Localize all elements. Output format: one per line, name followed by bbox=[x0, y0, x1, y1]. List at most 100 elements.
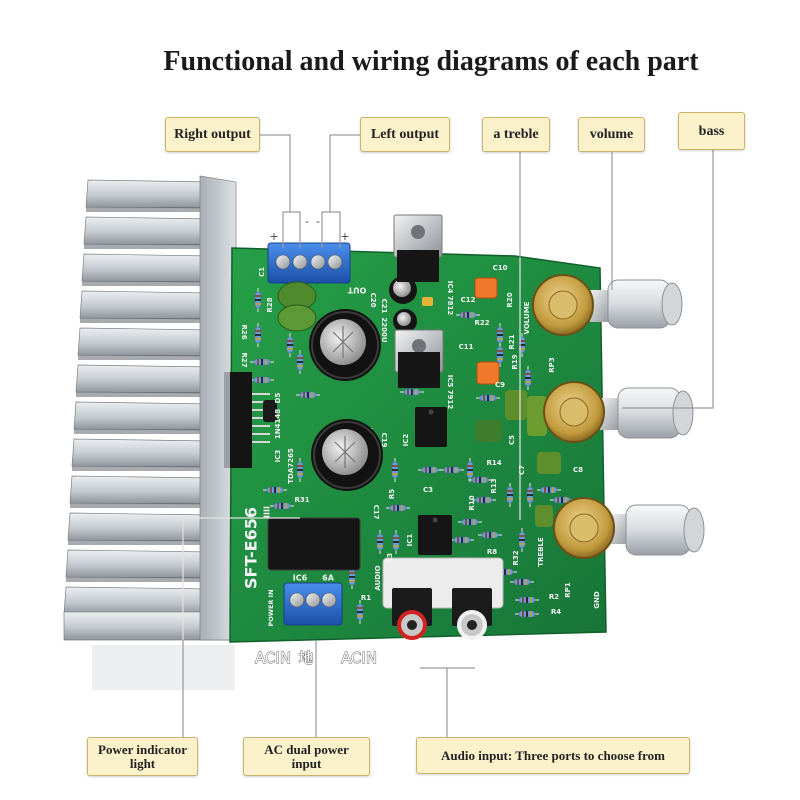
resistor bbox=[524, 366, 532, 390]
tone-capacitor bbox=[535, 505, 553, 527]
resistor-band bbox=[425, 467, 427, 473]
resistor-band bbox=[519, 543, 525, 545]
resistor bbox=[458, 518, 482, 526]
heat-sink-fin-shadow bbox=[76, 392, 212, 397]
dip-ic-notch bbox=[432, 517, 438, 523]
resistor-band bbox=[274, 487, 276, 493]
resistor bbox=[510, 578, 534, 586]
terminal-screw bbox=[321, 592, 337, 608]
regulator-body bbox=[397, 250, 439, 282]
resistor-band bbox=[287, 340, 293, 342]
board-model-sub-label: IIII bbox=[263, 506, 272, 518]
resistor bbox=[386, 504, 410, 512]
resistor bbox=[250, 358, 274, 366]
resistor-band bbox=[504, 569, 506, 575]
resistor bbox=[254, 323, 262, 347]
resistor-band bbox=[485, 532, 487, 538]
resistor-band bbox=[311, 392, 313, 398]
left-output-plus-mark: + bbox=[340, 230, 349, 243]
resistor-band bbox=[525, 381, 531, 383]
knob-tip bbox=[672, 390, 694, 436]
component-ref-label: R31 bbox=[294, 496, 309, 504]
resistor-band bbox=[522, 597, 524, 603]
heat-sink-fin bbox=[81, 253, 213, 283]
tone-capacitor bbox=[505, 390, 527, 420]
audio-silk-label: AUDIO bbox=[374, 565, 382, 590]
resistor bbox=[466, 458, 474, 482]
aluminum-heat-sink bbox=[63, 175, 237, 641]
ic-pins bbox=[252, 393, 270, 443]
bridge-rating-label: 6A bbox=[322, 574, 335, 583]
resistor-band bbox=[519, 539, 525, 541]
component-ref-label: R32 bbox=[512, 550, 520, 565]
heat-sink-fin bbox=[85, 179, 213, 209]
heat-sink-fin bbox=[63, 586, 213, 616]
resistor-band bbox=[507, 498, 513, 500]
resistor-band bbox=[287, 348, 293, 350]
bass-knob bbox=[617, 387, 681, 439]
resistor bbox=[250, 376, 274, 384]
heat-sink-fin-shadow bbox=[82, 281, 212, 286]
capacitor-rim bbox=[313, 421, 381, 489]
heat-sink-fin bbox=[79, 290, 213, 320]
resistor-band bbox=[522, 611, 524, 617]
volume-potentiometer bbox=[532, 274, 683, 336]
resistor-band bbox=[473, 519, 475, 525]
terminal-screw bbox=[292, 254, 308, 270]
component-ref-label: C19 bbox=[380, 433, 388, 448]
resistor-band bbox=[401, 505, 403, 511]
resistor-band bbox=[255, 338, 261, 340]
out-silk-label: OUT bbox=[347, 286, 366, 295]
resistor-band bbox=[297, 465, 303, 467]
resistor-band bbox=[469, 519, 471, 525]
resistor-band bbox=[447, 467, 449, 473]
filter-capacitor bbox=[311, 419, 383, 491]
resistor-band bbox=[415, 389, 417, 395]
resistor-band bbox=[467, 469, 473, 471]
component-ref-label: C17 bbox=[372, 505, 380, 520]
resistor-band bbox=[357, 607, 363, 609]
rca-jack-hole bbox=[467, 620, 477, 630]
component-ref-label: IC1 bbox=[406, 534, 414, 547]
resistor-band bbox=[377, 541, 383, 543]
resistor-band bbox=[392, 465, 398, 467]
op-amp-ic bbox=[415, 407, 447, 447]
resistor-band bbox=[255, 334, 261, 336]
ceramic-capacitor bbox=[422, 297, 433, 306]
resistor-band bbox=[429, 467, 431, 473]
heat-sink-fin bbox=[65, 549, 213, 579]
right-output-bracket bbox=[282, 211, 301, 248]
heat-sink-fin-shadow bbox=[84, 244, 212, 249]
resistor-band bbox=[255, 299, 261, 301]
power-indicator-led bbox=[263, 400, 277, 422]
resistor-band bbox=[497, 338, 503, 340]
page-title: Functional and wiring diagrams of each p… bbox=[163, 46, 699, 77]
regulator-body bbox=[398, 352, 440, 388]
pot-center bbox=[569, 513, 599, 543]
diode-part-label: 1N4148 bbox=[274, 409, 282, 439]
knob-tip bbox=[661, 282, 683, 326]
left-output-bracket bbox=[321, 211, 341, 248]
component-ref-label: C21 bbox=[380, 299, 388, 314]
resistor-band bbox=[552, 487, 554, 493]
heat-sink-fin bbox=[73, 401, 213, 431]
component-ref-label: C8 bbox=[573, 466, 583, 474]
resistor-band bbox=[487, 497, 489, 503]
resistor bbox=[537, 486, 561, 494]
heat-sink-fin-shadow bbox=[66, 577, 212, 582]
resistor-band bbox=[255, 303, 261, 305]
resistor bbox=[270, 502, 294, 510]
resistor-band bbox=[297, 473, 303, 475]
power-in-label: POWER IN bbox=[267, 589, 275, 626]
resistor-band bbox=[475, 477, 477, 483]
component-ref-label: C12 bbox=[461, 296, 476, 304]
component-ref-label: R27 bbox=[240, 352, 248, 367]
resistor-band bbox=[525, 373, 531, 375]
resistor bbox=[440, 466, 464, 474]
component-ref-label: C5 bbox=[508, 435, 516, 445]
resistor-band bbox=[393, 537, 399, 539]
resistor-band bbox=[530, 611, 532, 617]
resistor bbox=[526, 483, 534, 507]
small-capacitor-top bbox=[393, 279, 411, 297]
resistor bbox=[296, 350, 304, 374]
